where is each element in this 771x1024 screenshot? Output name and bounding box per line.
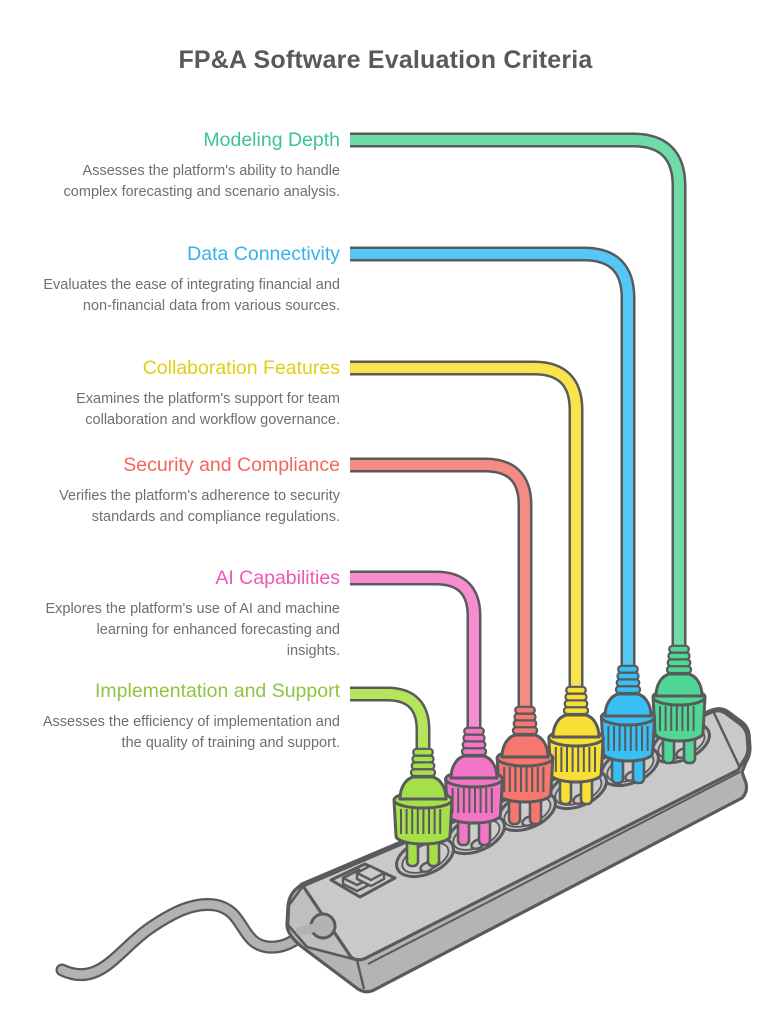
criterion-item: Implementation and Support Assesses the … — [40, 679, 340, 754]
cable-modeling-depth — [350, 135, 684, 649]
criterion-item: Modeling Depth Assesses the platform's a… — [40, 128, 340, 203]
criterion-description: Assesses the platform's ability to handl… — [63, 163, 340, 200]
criterion-label: AI Capabilities — [215, 567, 340, 589]
cable-collaboration-features — [350, 363, 581, 690]
plug-security-and-compliance — [495, 705, 555, 826]
right-end-crease — [712, 712, 742, 769]
cable-ai-capabilities — [350, 573, 479, 731]
cable-outline-collaboration-features — [350, 360, 584, 690]
criterion-description: Verifies the platform's adherence to sec… — [59, 488, 340, 525]
plug-modeling-depth — [651, 644, 707, 765]
criterion-description: Assesses the efficiency of implementatio… — [42, 714, 340, 751]
cable-outline-security-and-compliance — [350, 457, 533, 710]
criterion-label: Collaboration Features — [142, 357, 340, 379]
cable-implementation-and-support — [350, 689, 428, 752]
power-switch — [329, 862, 397, 899]
criterion-item: Collaboration Features Examines the plat… — [40, 356, 340, 431]
plug-data-connectivity — [599, 664, 657, 785]
front-bevel-line — [367, 771, 741, 965]
criterion-description: Evaluates the ease of integrating financ… — [43, 277, 340, 314]
cable-data-connectivity — [350, 249, 633, 669]
criterion-description: Explores the platform's use of AI and ma… — [45, 601, 340, 659]
criterion-label: Modeling Depth — [203, 129, 340, 151]
cord-into-grommet — [295, 921, 328, 936]
criterion-label: Implementation and Support — [95, 680, 340, 702]
criterion-label: Data Connectivity — [187, 243, 340, 265]
power-cord — [57, 900, 325, 979]
criterion-item: Security and Compliance Verifies the pla… — [40, 453, 340, 528]
page-title: FP&A Software Evaluation Criteria — [178, 46, 593, 74]
criterion-item: AI Capabilities Explores the platform's … — [40, 566, 340, 662]
cap-front-edge — [355, 959, 366, 990]
criterion-label: Security and Compliance — [123, 454, 340, 476]
plug-implementation-and-support — [392, 747, 454, 868]
cable-security-and-compliance — [350, 460, 530, 710]
plug-collaboration-features — [547, 685, 605, 806]
criterion-description: Examines the platform's support for team… — [76, 391, 340, 428]
criterion-item: Data Connectivity Evaluates the ease of … — [40, 242, 340, 317]
plug-ai-capabilities — [444, 726, 504, 847]
